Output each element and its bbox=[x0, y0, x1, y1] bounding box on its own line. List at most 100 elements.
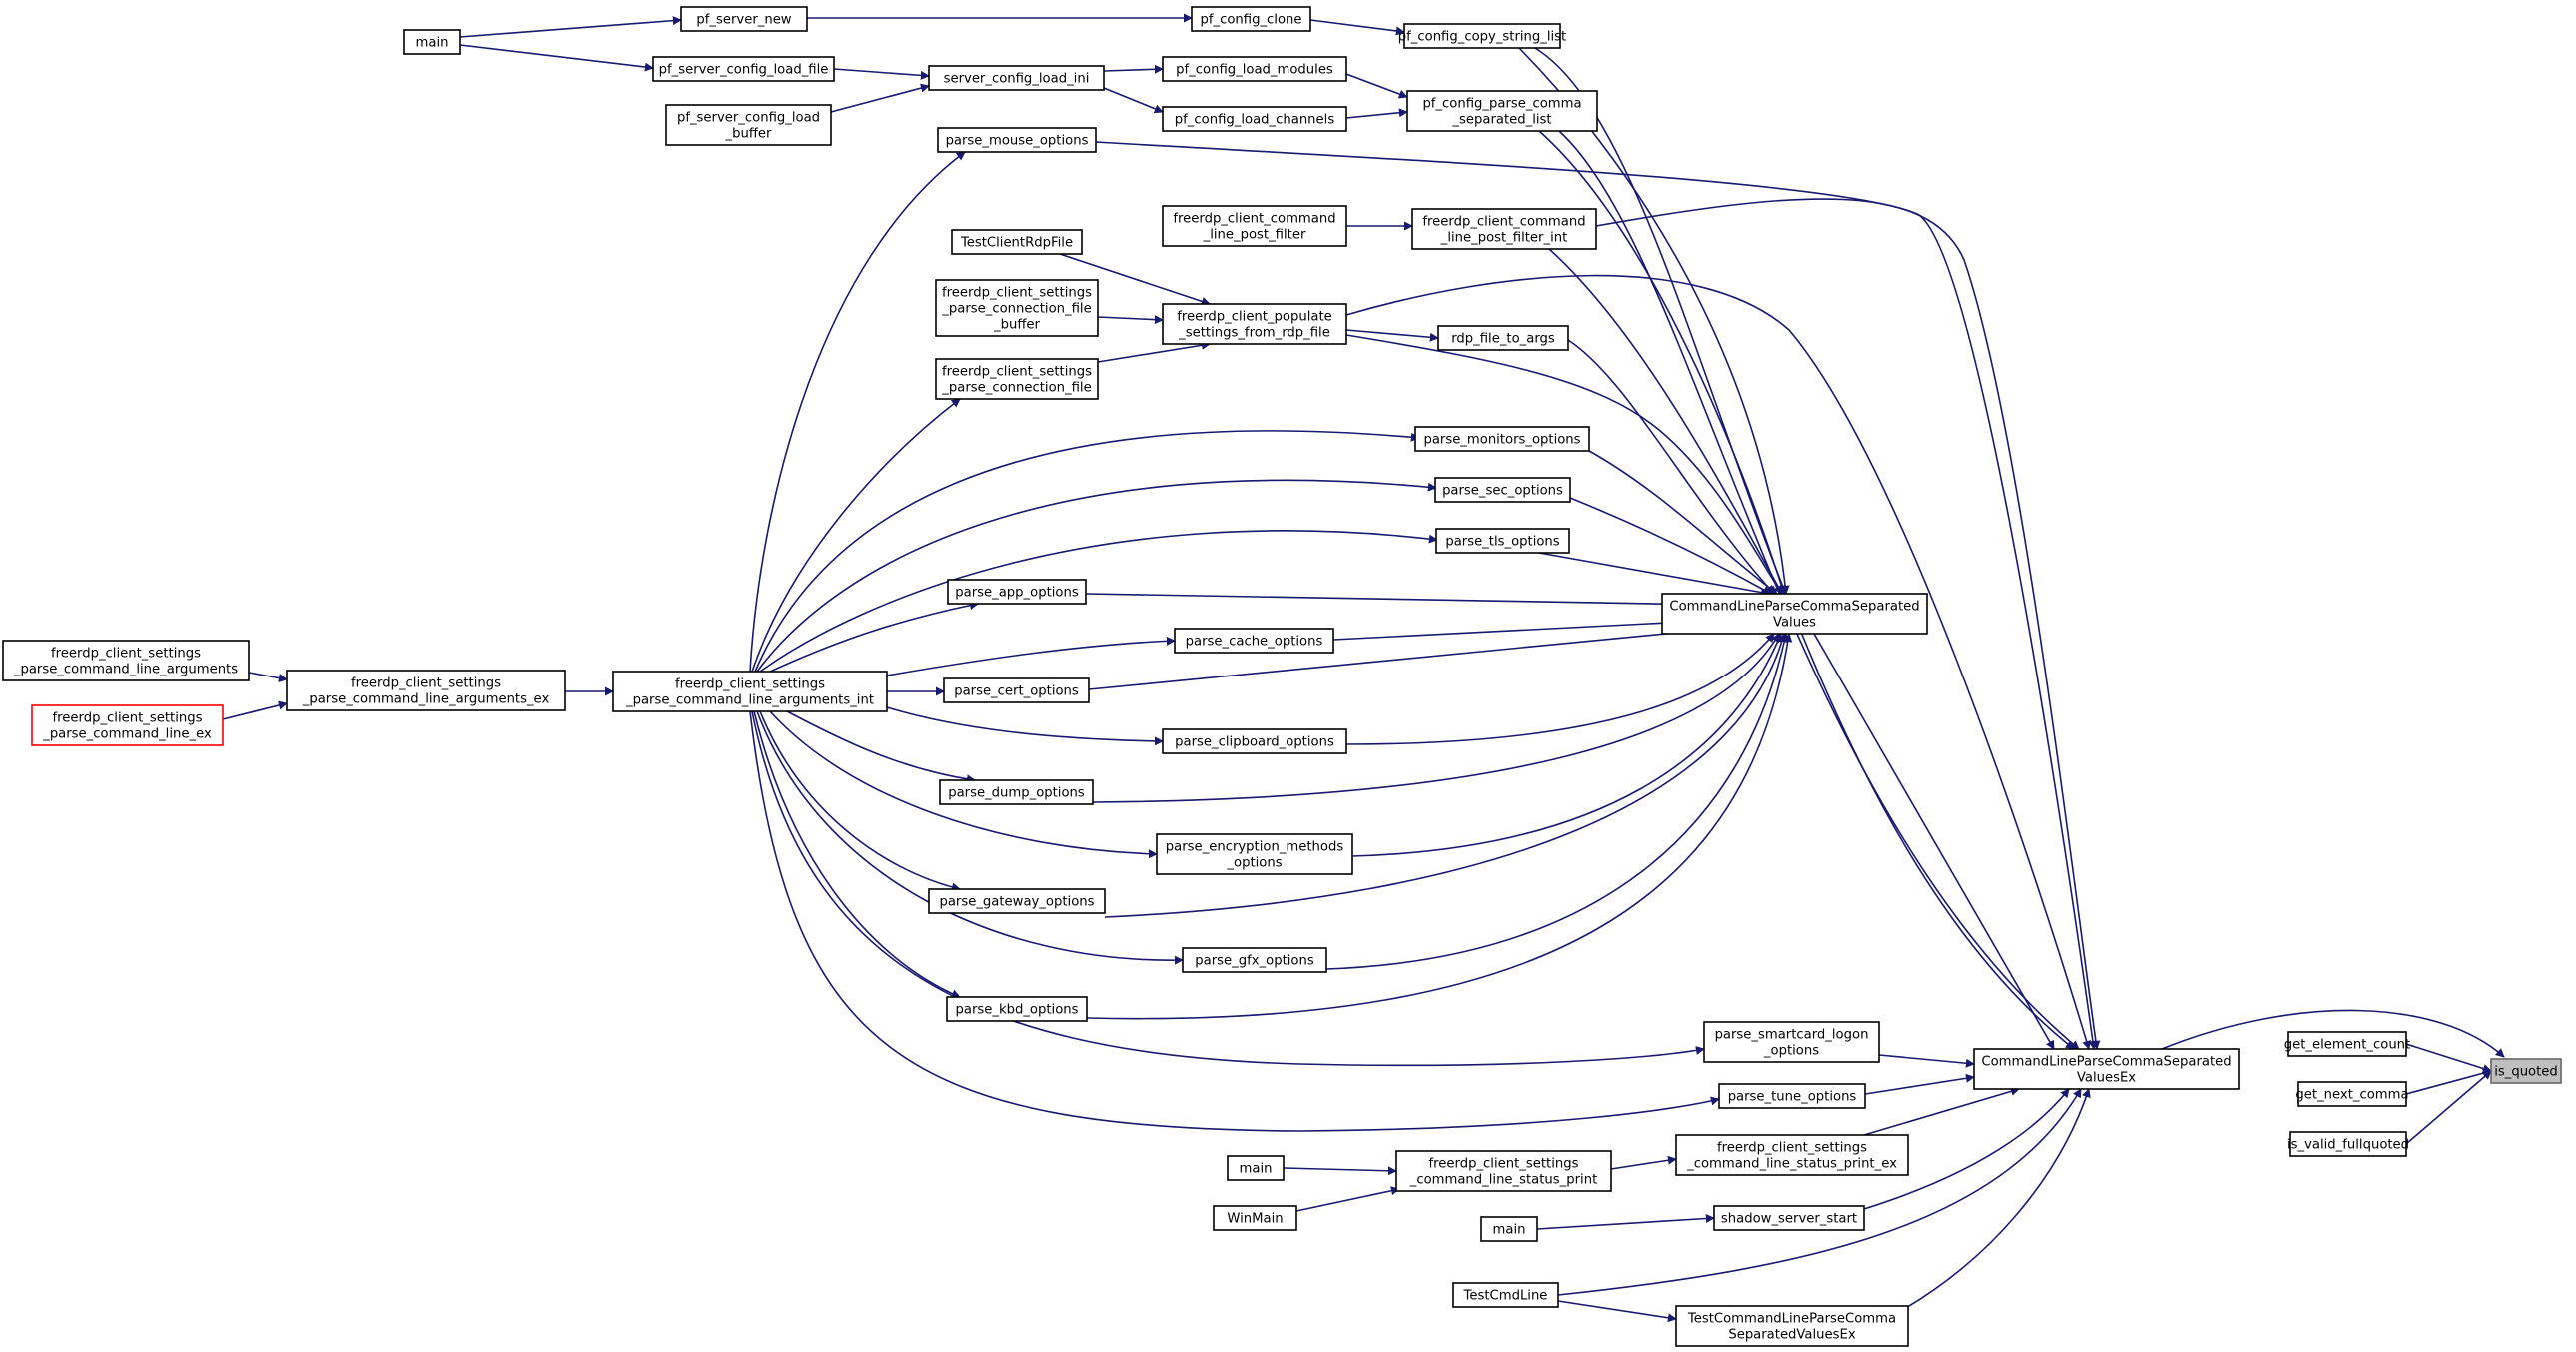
node-box[interactable] bbox=[1434, 477, 1571, 503]
node-WinMain[interactable]: WinMain bbox=[1213, 1205, 1297, 1231]
node-box[interactable] bbox=[1437, 325, 1569, 351]
node-box[interactable] bbox=[1227, 1155, 1285, 1181]
node-pf_config_load_channels[interactable]: pf_config_load_channels bbox=[1162, 106, 1347, 132]
node-parse_tls_options[interactable]: parse_tls_options bbox=[1435, 528, 1570, 554]
node-box[interactable] bbox=[652, 56, 835, 82]
node-parse_mouse_options[interactable]: parse_mouse_options bbox=[937, 127, 1097, 153]
node-box[interactable] bbox=[939, 779, 1094, 805]
node-box[interactable] bbox=[1452, 1282, 1559, 1308]
node-pf_config_copy_string_list[interactable]: pf_config_copy_string_list bbox=[1398, 23, 1566, 49]
node-freerdp_client_settings_command_line_status_print[interactable]: freerdp_client_settings_command_line_sta… bbox=[1395, 1150, 1612, 1192]
node-freerdp_client_settings_parse_command_line_arguments_int[interactable]: freerdp_client_settings_parse_command_li… bbox=[612, 671, 888, 712]
node-box[interactable] bbox=[1414, 426, 1590, 452]
node-box[interactable] bbox=[935, 358, 1099, 400]
node-box[interactable] bbox=[1162, 728, 1347, 754]
node-box[interactable] bbox=[943, 677, 1090, 703]
node-parse_sec_options[interactable]: parse_sec_options bbox=[1434, 477, 1571, 503]
node-box[interactable] bbox=[951, 229, 1083, 255]
node-parse_clipboard_options[interactable]: parse_clipboard_options bbox=[1162, 728, 1347, 754]
node-is_valid_fullquoted[interactable]: is_valid_fullquoted bbox=[2287, 1131, 2409, 1157]
node-box[interactable] bbox=[286, 670, 566, 711]
node-freerdp_client_settings_parse_connection_file[interactable]: freerdp_client_settings_parse_connection… bbox=[935, 358, 1099, 400]
node-box[interactable] bbox=[1403, 23, 1561, 49]
node-get_element_count[interactable]: get_element_count bbox=[2284, 1031, 2410, 1057]
node-parse_cert_options[interactable]: parse_cert_options bbox=[943, 677, 1090, 703]
node-TestClientRdpFile[interactable]: TestClientRdpFile bbox=[951, 229, 1083, 255]
node-box[interactable] bbox=[937, 127, 1097, 153]
node-box[interactable] bbox=[1162, 106, 1347, 132]
node-box[interactable] bbox=[1162, 56, 1347, 82]
node-box[interactable] bbox=[1713, 1205, 1865, 1231]
node-parse_cache_options[interactable]: parse_cache_options bbox=[1174, 628, 1334, 654]
node-box[interactable] bbox=[1675, 1134, 1909, 1176]
node-box[interactable] bbox=[2287, 1031, 2407, 1057]
node-get_next_comma[interactable]: get_next_comma bbox=[2295, 1081, 2409, 1107]
node-box[interactable] bbox=[1718, 1083, 1866, 1109]
node-parse_gfx_options[interactable]: parse_gfx_options bbox=[1182, 947, 1327, 973]
node-box[interactable] bbox=[1661, 593, 1928, 635]
node-box[interactable] bbox=[1191, 6, 1311, 32]
node-server_config_load_ini[interactable]: server_config_load_ini bbox=[928, 65, 1105, 91]
node-freerdp_client_settings_parse_command_line_ex[interactable]: freerdp_client_settings_parse_command_li… bbox=[31, 704, 224, 746]
node-box[interactable] bbox=[1174, 628, 1334, 654]
node-box[interactable] bbox=[31, 704, 224, 746]
node-freerdp_client_settings_parse_connection_file_buffer[interactable]: freerdp_client_settings_parse_connection… bbox=[935, 279, 1099, 337]
node-box[interactable] bbox=[1411, 208, 1597, 250]
node-box[interactable] bbox=[935, 279, 1099, 337]
node-box[interactable] bbox=[1435, 528, 1570, 554]
node-pf_config_clone[interactable]: pf_config_clone bbox=[1191, 6, 1311, 32]
node-box[interactable] bbox=[665, 104, 832, 146]
node-box[interactable] bbox=[2490, 1058, 2562, 1084]
node-box[interactable] bbox=[1162, 303, 1347, 345]
node-parse_kbd_options[interactable]: parse_kbd_options bbox=[946, 996, 1088, 1022]
node-box[interactable] bbox=[928, 65, 1105, 91]
node-box[interactable] bbox=[1480, 1216, 1538, 1242]
node-parse_app_options[interactable]: parse_app_options bbox=[947, 579, 1087, 605]
node-box[interactable] bbox=[1973, 1048, 2240, 1090]
node-main_status[interactable]: main bbox=[1227, 1155, 1285, 1181]
node-box[interactable] bbox=[1213, 1205, 1297, 1231]
node-main_shadow[interactable]: main bbox=[1480, 1216, 1538, 1242]
node-pf_server_config_load_buffer[interactable]: pf_server_config_load_buffer bbox=[665, 104, 832, 146]
node-freerdp_client_populate_settings_from_rdp_file[interactable]: freerdp_client_populate_settings_from_rd… bbox=[1162, 303, 1347, 345]
node-parse_tune_options[interactable]: parse_tune_options bbox=[1718, 1083, 1866, 1109]
node-box[interactable] bbox=[1703, 1021, 1880, 1063]
node-box[interactable] bbox=[2297, 1081, 2407, 1107]
node-box[interactable] bbox=[2, 640, 250, 681]
node-box[interactable] bbox=[612, 671, 888, 712]
node-parse_encryption_methods_options[interactable]: parse_encryption_methods_options bbox=[1156, 833, 1353, 875]
node-box[interactable] bbox=[680, 6, 808, 32]
node-freerdp_client_command_line_post_filter_int[interactable]: freerdp_client_command_line_post_filter_… bbox=[1411, 208, 1597, 250]
node-box[interactable] bbox=[928, 888, 1106, 914]
node-parse_gateway_options[interactable]: parse_gateway_options bbox=[928, 888, 1106, 914]
node-shadow_server_start[interactable]: shadow_server_start bbox=[1713, 1205, 1865, 1231]
node-TestCmdLine[interactable]: TestCmdLine bbox=[1452, 1282, 1559, 1308]
node-rdp_file_to_args[interactable]: rdp_file_to_args bbox=[1437, 325, 1569, 351]
node-box[interactable] bbox=[1182, 947, 1327, 973]
node-TestCommandLineParseCommaSeparatedValuesEx[interactable]: TestCommandLineParseCommaSeparatedValues… bbox=[1675, 1305, 1909, 1347]
node-box[interactable] bbox=[947, 579, 1087, 605]
node-freerdp_client_settings_command_line_status_print_ex[interactable]: freerdp_client_settings_command_line_sta… bbox=[1675, 1134, 1909, 1176]
node-box[interactable] bbox=[2289, 1131, 2407, 1157]
node-is_quoted[interactable]: is_quoted bbox=[2490, 1058, 2562, 1084]
node-box[interactable] bbox=[1156, 833, 1353, 875]
node-box[interactable] bbox=[1162, 205, 1347, 247]
node-freerdp_client_command_line_post_filter[interactable]: freerdp_client_command_line_post_filter bbox=[1162, 205, 1347, 247]
node-pf_config_parse_comma_separated_list[interactable]: pf_config_parse_comma_separated_list bbox=[1406, 90, 1598, 132]
node-box[interactable] bbox=[1406, 90, 1598, 132]
node-parse_smartcard_logon_options[interactable]: parse_smartcard_logon_options bbox=[1703, 1021, 1880, 1063]
node-box[interactable] bbox=[1395, 1150, 1612, 1192]
node-box[interactable] bbox=[403, 29, 461, 55]
node-parse_dump_options[interactable]: parse_dump_options bbox=[939, 779, 1094, 805]
node-box[interactable] bbox=[946, 996, 1088, 1022]
node-freerdp_client_settings_parse_command_line_arguments_ex[interactable]: freerdp_client_settings_parse_command_li… bbox=[286, 670, 566, 711]
node-main_pf[interactable]: main bbox=[403, 29, 461, 55]
node-pf_server_new[interactable]: pf_server_new bbox=[680, 6, 808, 32]
node-freerdp_client_settings_parse_command_line_arguments[interactable]: freerdp_client_settings_parse_command_li… bbox=[2, 640, 250, 681]
node-pf_config_load_modules[interactable]: pf_config_load_modules bbox=[1162, 56, 1347, 82]
node-box[interactable] bbox=[1675, 1305, 1909, 1347]
node-parse_monitors_options[interactable]: parse_monitors_options bbox=[1414, 426, 1590, 452]
node-pf_server_config_load_file[interactable]: pf_server_config_load_file bbox=[652, 56, 835, 82]
